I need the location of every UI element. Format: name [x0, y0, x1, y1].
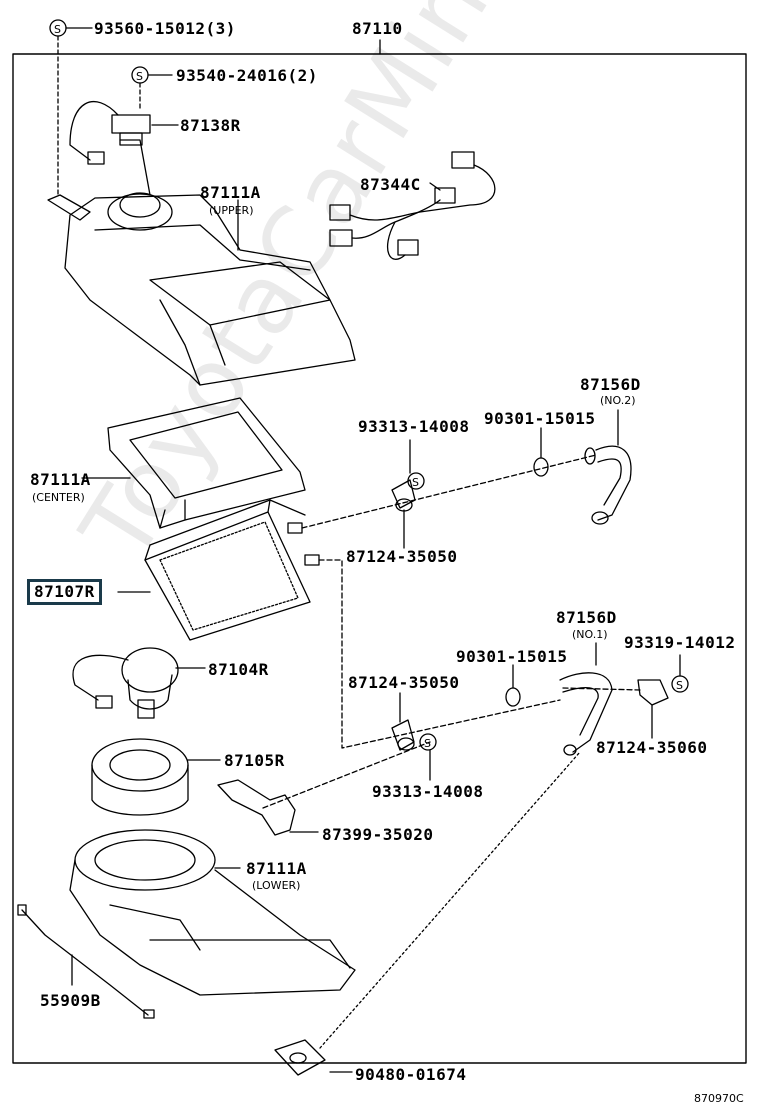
label-87111A-upper[interactable]: 87111A: [200, 183, 261, 202]
label-90480[interactable]: 90480-01674: [355, 1065, 467, 1084]
cable-drawing: [17, 904, 155, 1019]
sublabel-upper: (UPPER): [209, 204, 254, 217]
label-87111A-center[interactable]: 87111A: [30, 470, 91, 489]
label-87104R[interactable]: 87104R: [208, 660, 269, 679]
label-87111A-lower[interactable]: 87111A: [246, 859, 307, 878]
label-87138R[interactable]: 87138R: [180, 116, 241, 135]
blower-motor-drawing: [72, 647, 206, 719]
label-93560[interactable]: 93560-15012(3): [94, 19, 236, 38]
clamp-b-drawing: [391, 719, 415, 751]
label-87105R[interactable]: 87105R: [224, 751, 285, 770]
s-symbol-2: S: [131, 66, 149, 84]
svg-text:S: S: [136, 70, 143, 83]
lower-case-drawing: [69, 829, 356, 996]
s-symbol-5: S: [419, 733, 437, 751]
fan-drawing: [91, 738, 221, 816]
actuator-87138R-drawing: [69, 100, 179, 165]
oring-b: [505, 687, 521, 707]
heater-core-drawing: [144, 499, 320, 641]
label-87156D-no2[interactable]: 87156D: [580, 375, 641, 394]
label-87399[interactable]: 87399-35020: [322, 825, 434, 844]
label-87124-35050-b[interactable]: 87124-35050: [348, 673, 460, 692]
grommet-drawing: [274, 1039, 353, 1076]
label-55909B[interactable]: 55909B: [40, 991, 101, 1010]
label-87344C[interactable]: 87344C: [360, 175, 421, 194]
clamp-a-drawing: [391, 479, 416, 512]
label-87107R[interactable]: 87107R: [27, 579, 102, 605]
center-case-drawing: [81, 397, 306, 529]
harness-87344C-drawing: [329, 151, 496, 260]
label-90301-a[interactable]: 90301-15015: [484, 409, 596, 428]
label-87156D-no1[interactable]: 87156D: [556, 608, 617, 627]
clamp-c-drawing: [637, 679, 669, 706]
pipe-no1-drawing: [559, 672, 613, 756]
label-93319[interactable]: 93319-14012: [624, 633, 736, 652]
diagram-code: 870970C: [694, 1092, 744, 1105]
svg-text:S: S: [54, 23, 61, 36]
sublabel-center: (CENTER): [32, 491, 85, 504]
label-93313-a[interactable]: 93313-14008: [358, 417, 470, 436]
label-87124-35050-a[interactable]: 87124-35050: [346, 547, 458, 566]
sublabel-no2: (NO.2): [600, 394, 636, 407]
sublabel-no1: (NO.1): [572, 628, 608, 641]
label-87124-35060[interactable]: 87124-35060: [596, 738, 708, 757]
sublabel-lower: (LOWER): [252, 879, 301, 892]
upper-case-drawing: [47, 139, 356, 386]
label-93540[interactable]: 93540-24016(2): [176, 66, 318, 85]
s-symbol-1: S: [49, 19, 67, 37]
label-93313-b[interactable]: 93313-14008: [372, 782, 484, 801]
pipe-no2-drawing: [584, 445, 632, 525]
svg-text:S: S: [676, 679, 683, 692]
s-symbol-4: S: [671, 675, 689, 693]
bracket-drawing: [217, 779, 319, 836]
label-90301-b[interactable]: 90301-15015: [456, 647, 568, 666]
label-assembly[interactable]: 87110: [352, 19, 403, 38]
svg-text:S: S: [412, 476, 419, 489]
